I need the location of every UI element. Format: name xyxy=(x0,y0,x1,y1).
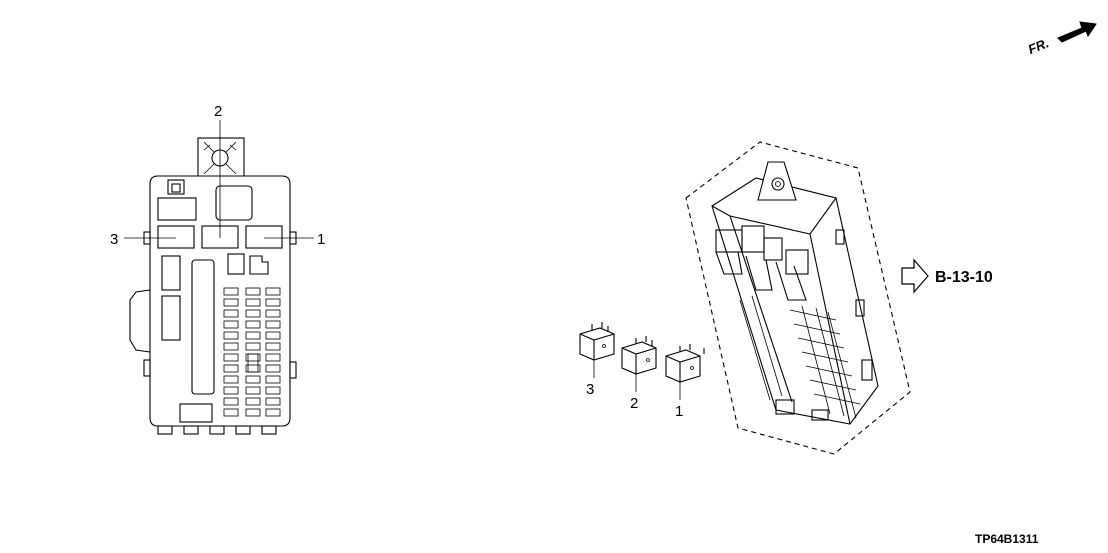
reference-label[interactable]: B-13-10 xyxy=(935,269,993,286)
front-indicator: FR. xyxy=(1026,21,1097,57)
front-label: FR. xyxy=(1026,35,1051,57)
fuse-grid xyxy=(223,287,281,417)
relay-socket-1 xyxy=(245,225,283,249)
right-fuse-box-view xyxy=(685,141,911,455)
left-fuse-box-view: 1 2 3 xyxy=(110,103,325,435)
relay-2 xyxy=(621,336,657,392)
callout-1: 1 xyxy=(317,231,325,248)
hollow-arrow-icon xyxy=(901,258,929,294)
assembly-boundary xyxy=(685,141,911,455)
relay-callout-1: 1 xyxy=(675,403,683,420)
relay-callout-2: 2 xyxy=(630,395,638,412)
fuse-rows xyxy=(739,295,861,419)
diagram-code: TP64B1311 xyxy=(975,532,1039,546)
relay-1 xyxy=(665,344,705,400)
arrow-right-icon xyxy=(1057,21,1097,43)
relay-callout-3: 3 xyxy=(586,381,594,398)
callout-3: 3 xyxy=(110,231,118,248)
relay-3 xyxy=(579,322,615,378)
relay-socket-3 xyxy=(157,225,195,249)
reference-link[interactable]: B-13-10 xyxy=(901,258,993,294)
callout-2: 2 xyxy=(214,103,222,120)
relays: 3 2 1 xyxy=(579,322,705,420)
